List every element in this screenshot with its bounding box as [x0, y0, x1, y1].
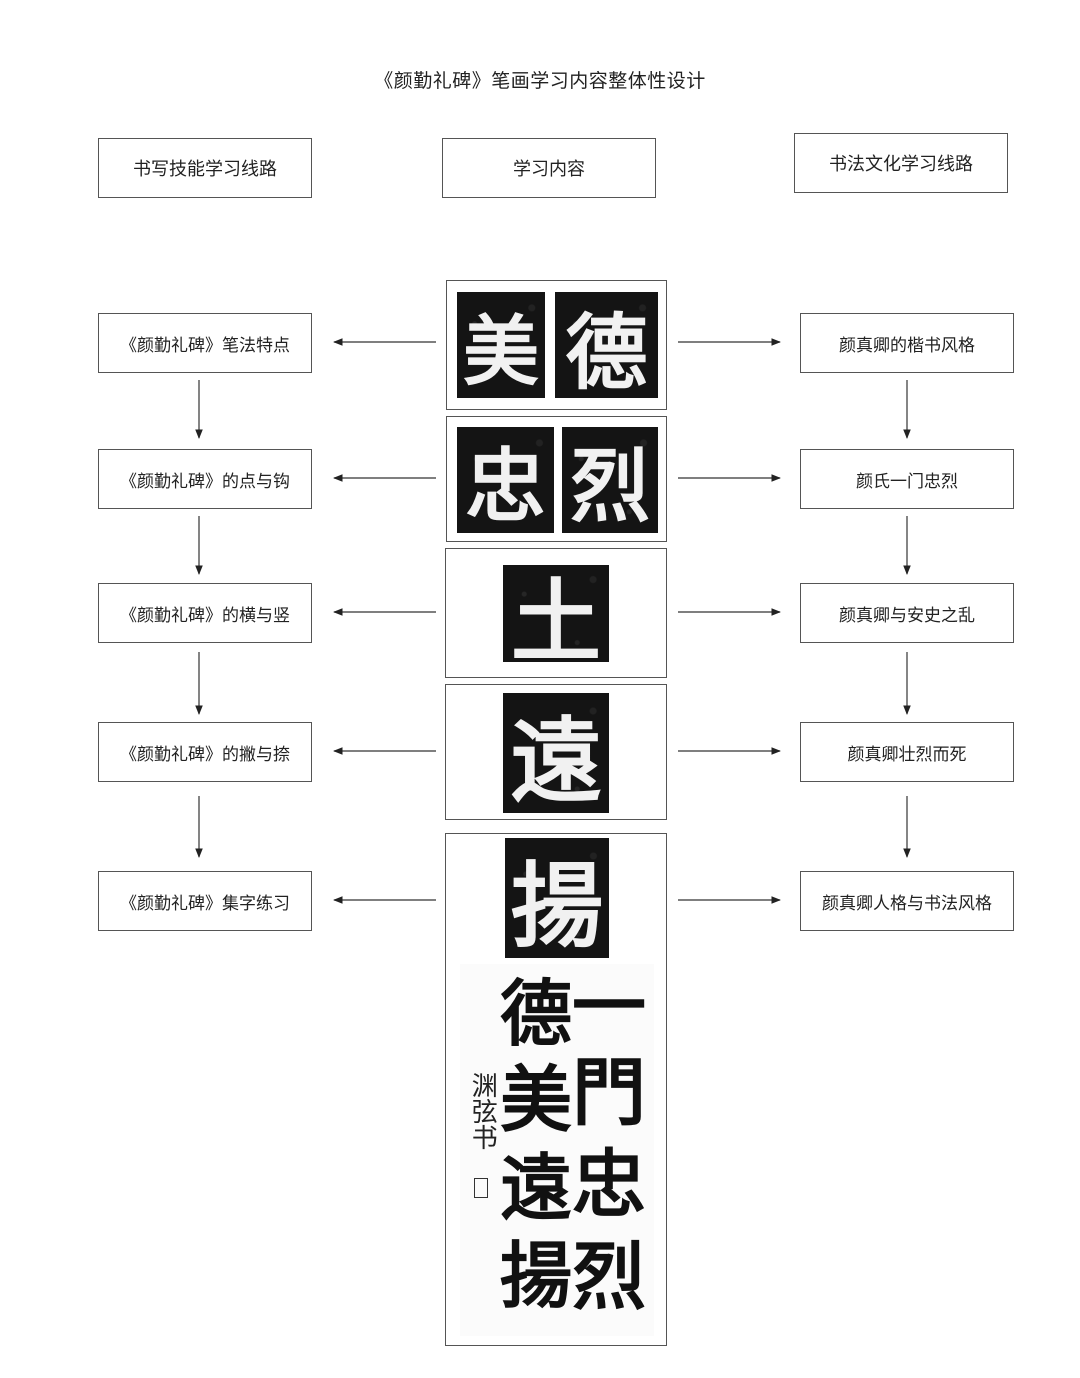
- rubbing-char: 土: [503, 565, 609, 662]
- diagram-title: 《颜勤礼碑》笔画学习内容整体性设计: [374, 70, 706, 92]
- scroll-char: 揚: [500, 1233, 573, 1318]
- header-culture-route: 书法文化学习线路: [794, 133, 1008, 193]
- skill-step-4: 《颜勤礼碑》的撇与捺: [98, 722, 312, 782]
- scroll-char: 遠: [500, 1145, 573, 1230]
- content-frame-4: 遠: [445, 684, 667, 820]
- rubbing-char: 忠: [457, 427, 554, 533]
- scroll-char: 德: [500, 971, 573, 1056]
- seal-stamp: [474, 1178, 488, 1198]
- header-learning-content: 学习内容: [442, 138, 656, 198]
- rubbing-char: 德: [555, 292, 658, 398]
- culture-step-4: 颜真卿壮烈而死: [800, 722, 1014, 782]
- culture-step-5: 颜真卿人格与书法风格: [800, 871, 1014, 931]
- skill-step-2: 《颜勤礼碑》的点与钩: [98, 449, 312, 509]
- calligraphy-scroll: 一 門 忠 烈 德 美 遠 揚 渊弦书: [460, 964, 654, 1336]
- content-frame-5: 揚 一 門 忠 烈 德 美 遠 揚 渊弦书: [445, 833, 667, 1346]
- artist-signature: 渊弦书: [467, 1072, 498, 1150]
- header-skill-route: 书写技能学习线路: [98, 138, 312, 198]
- content-frame-2: 忠 烈: [446, 416, 667, 542]
- scroll-char: 一: [572, 964, 646, 1050]
- culture-step-2: 颜氏一门忠烈: [800, 449, 1014, 509]
- culture-step-1: 颜真卿的楷书风格: [800, 313, 1014, 373]
- content-frame-3: 土: [445, 548, 667, 678]
- culture-step-3: 颜真卿与安史之乱: [800, 583, 1014, 643]
- content-frame-1: 美 德: [446, 280, 667, 410]
- rubbing-char: 美: [457, 292, 545, 398]
- scroll-char: 美: [500, 1057, 573, 1142]
- rubbing-char: 遠: [503, 693, 609, 813]
- skill-step-5: 《颜勤礼碑》集字练习: [98, 871, 312, 931]
- scroll-char: 門: [572, 1050, 646, 1136]
- skill-step-1: 《颜勤礼碑》笔法特点: [98, 313, 312, 373]
- scroll-char: 忠: [572, 1142, 646, 1228]
- rubbing-char: 烈: [562, 427, 658, 533]
- scroll-char: 烈: [572, 1234, 646, 1320]
- rubbing-char: 揚: [505, 838, 609, 958]
- skill-step-3: 《颜勤礼碑》的横与竖: [98, 583, 312, 643]
